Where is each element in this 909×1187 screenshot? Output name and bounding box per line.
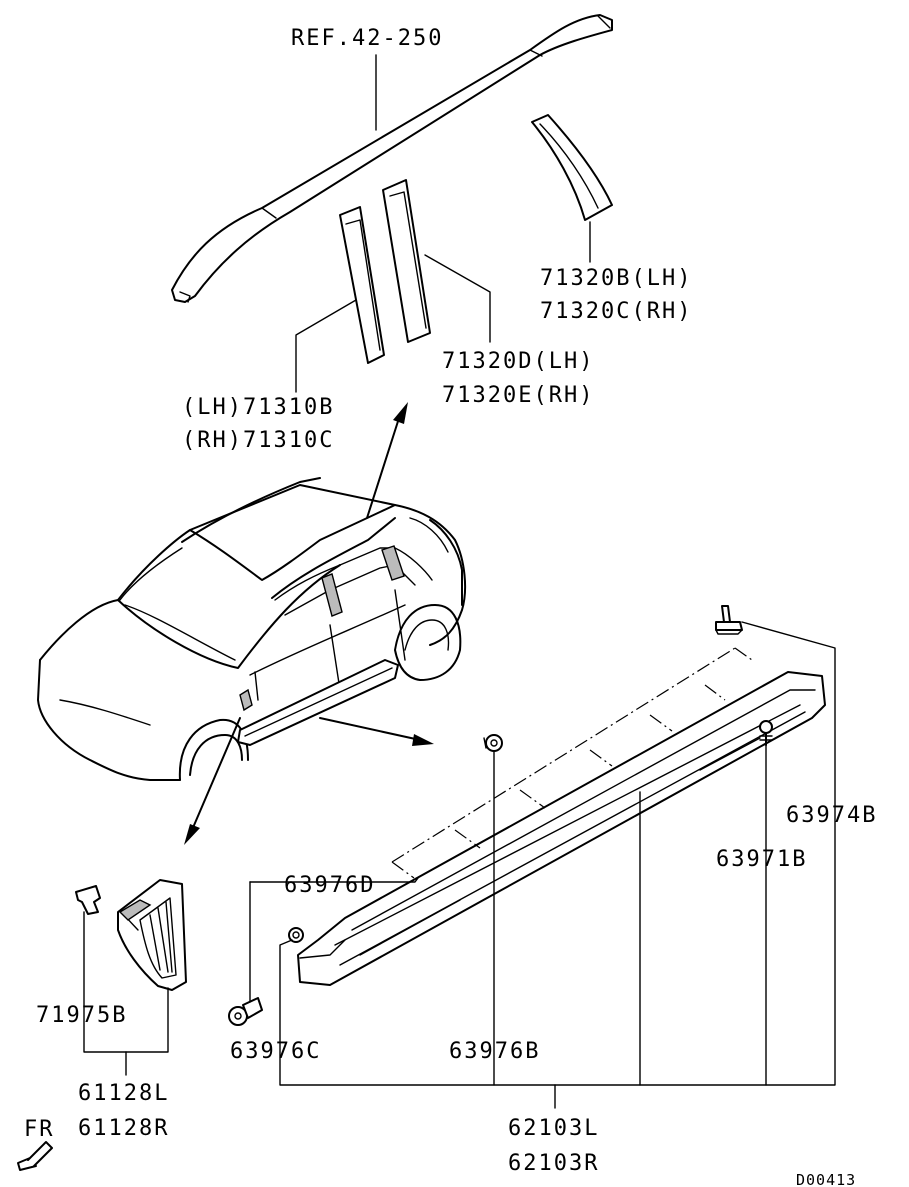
clip-63976c[interactable]: [288, 927, 304, 943]
pointer-arrows: [184, 402, 434, 845]
clip-63976b[interactable]: [483, 734, 503, 752]
diagram-code: D00413: [796, 1171, 856, 1187]
label-63971b: 63971B: [716, 847, 807, 872]
label-61128l: 61128L: [78, 1081, 169, 1106]
side-sill-garnish[interactable]: [297, 647, 826, 986]
label-71310c: (RH)71310C: [182, 428, 334, 453]
label-63976c: 63976C: [230, 1039, 321, 1064]
b-pillar-garnish-front[interactable]: [339, 206, 385, 364]
label-63976b: 63976B: [449, 1039, 540, 1064]
label-71320c: 71320C(RH): [540, 299, 692, 324]
label-63976d: 63976D: [284, 873, 375, 898]
leaders-upper: [295, 54, 591, 393]
clip-63974b[interactable]: [715, 605, 743, 635]
label-71310b: (LH)71310B: [182, 395, 334, 420]
screw-63971b[interactable]: [759, 720, 773, 746]
d-pillar-garnish-rear[interactable]: [531, 114, 613, 221]
front-direction-icon: [17, 1141, 53, 1171]
label-62103r: 62103R: [508, 1151, 599, 1176]
label-71320b: 71320B(LH): [540, 266, 692, 291]
roof-rail[interactable]: [171, 14, 613, 303]
label-71975b: 71975B: [36, 1003, 127, 1028]
label-71320d: 71320D(LH): [442, 349, 594, 374]
label-61128r: 61128R: [78, 1116, 169, 1141]
c-pillar-garnish-center[interactable]: [382, 179, 431, 343]
vehicle-outline: [37, 477, 467, 781]
label-62103l: 62103L: [508, 1116, 599, 1141]
clip-71975b[interactable]: [75, 885, 101, 915]
fender-garnish[interactable]: [117, 879, 187, 991]
label-ref-42-250: REF.42-250: [291, 26, 443, 51]
clip-63976d[interactable]: [228, 997, 263, 1026]
label-63974b: 63974B: [786, 803, 877, 828]
leaders-lower: [83, 621, 836, 1109]
label-71320e: 71320E(RH): [442, 383, 594, 408]
label-fr: FR: [24, 1117, 55, 1142]
